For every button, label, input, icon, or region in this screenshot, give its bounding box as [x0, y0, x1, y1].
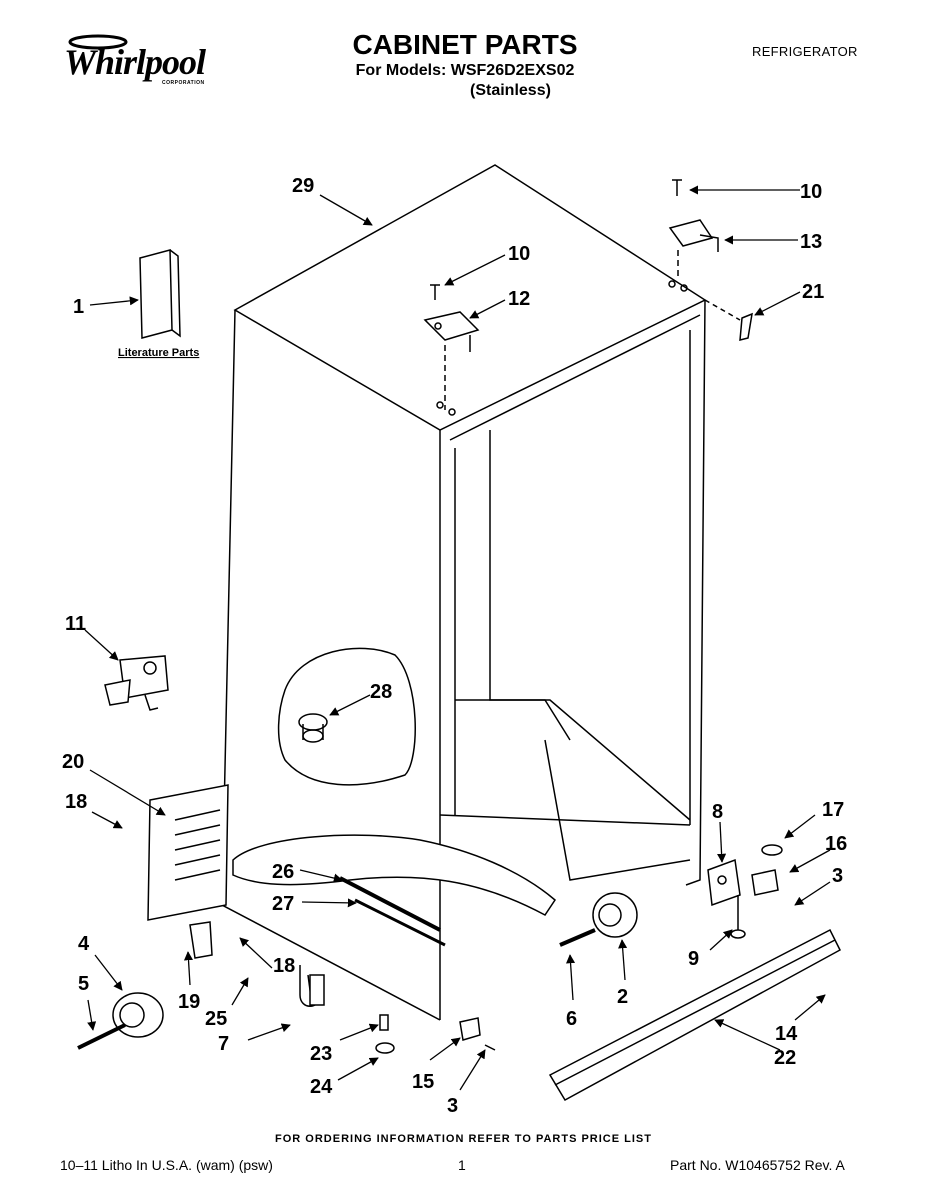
callout-29: 29 — [292, 175, 314, 197]
callout-23: 23 — [310, 1043, 332, 1065]
callout-21: 21 — [802, 281, 824, 303]
part-literature-booklet — [139, 249, 181, 339]
part-roller-left — [77, 992, 164, 1050]
callout-8: 8 — [712, 801, 723, 823]
callout-15: 15 — [412, 1071, 434, 1093]
callout-17: 17 — [822, 799, 844, 821]
logo-wordmark: Whirlpool — [64, 42, 206, 82]
part-plug — [739, 312, 753, 341]
callout-2: 2 — [617, 986, 628, 1008]
part-base-grille — [548, 928, 841, 1102]
callout-5: 5 — [78, 973, 89, 995]
part-roller-right — [559, 892, 638, 947]
callout-1: 1 — [73, 296, 84, 318]
part-tube-short — [339, 876, 441, 932]
callout-10-top-right: 10 — [800, 181, 822, 203]
model-subtitle: For Models: WSF26D2EXS02 — [355, 62, 575, 79]
part-drain-trap — [299, 965, 325, 1007]
callout-11: 11 — [65, 613, 86, 635]
cabinet-shell — [221, 164, 707, 1021]
part-small-hardware — [375, 1014, 496, 1054]
callout-18-bottom: 18 — [273, 955, 295, 977]
callout-12: 12 — [508, 288, 530, 310]
callout-25: 25 — [205, 1008, 227, 1030]
model-variant: (Stainless) — [470, 82, 551, 99]
callout-3-right: 3 — [832, 865, 843, 887]
callout-28: 28 — [370, 681, 392, 703]
product-type: REFRIGERATOR — [752, 44, 858, 59]
bottom-cutaway — [232, 834, 556, 916]
callout-19: 19 — [178, 991, 200, 1013]
litho-info: 10–11 Litho In U.S.A. (wam) (psw) — [60, 1157, 273, 1173]
callout-10-top-left: 10 — [508, 243, 530, 265]
callout-13: 13 — [800, 231, 822, 253]
callout-24: 24 — [310, 1076, 333, 1098]
callout-3-bottom: 3 — [447, 1095, 458, 1117]
page-title: CABINET PARTS — [352, 29, 578, 60]
logo-swoosh-icon — [68, 34, 128, 50]
part-bracket-left — [189, 921, 213, 959]
callout-27: 27 — [272, 893, 294, 915]
part-hinge-top-left — [423, 284, 480, 416]
part-drain-grommet — [298, 713, 328, 743]
part-water-valve — [104, 655, 169, 711]
part-leveling-bracket — [707, 844, 783, 939]
callout-20: 20 — [62, 751, 84, 773]
part-rear-grille — [147, 784, 229, 921]
part-number: Part No. W10465752 Rev. A — [670, 1157, 845, 1173]
callout-9: 9 — [688, 948, 699, 970]
callout-16: 16 — [825, 833, 847, 855]
part-tube-long — [354, 898, 446, 947]
ordering-note: FOR ORDERING INFORMATION REFER TO PARTS … — [275, 1133, 652, 1145]
callout-7: 7 — [218, 1033, 229, 1055]
callout-22: 22 — [774, 1047, 796, 1069]
page-number: 1 — [458, 1157, 466, 1173]
whirlpool-logo: Whirlpool CORPORATION — [58, 30, 208, 90]
part-hinge-top-right — [668, 179, 719, 292]
callout-6: 6 — [566, 1008, 577, 1030]
callout-26: 26 — [272, 861, 294, 883]
callout-14: 14 — [775, 1023, 798, 1045]
callout-18-left: 18 — [65, 791, 87, 813]
callout-4: 4 — [78, 933, 90, 955]
literature-parts-label: Literature Parts — [118, 347, 199, 359]
logo-subtext: CORPORATION — [162, 80, 205, 86]
rear-cutaway — [277, 647, 416, 786]
leader-arrows — [84, 185, 831, 1091]
